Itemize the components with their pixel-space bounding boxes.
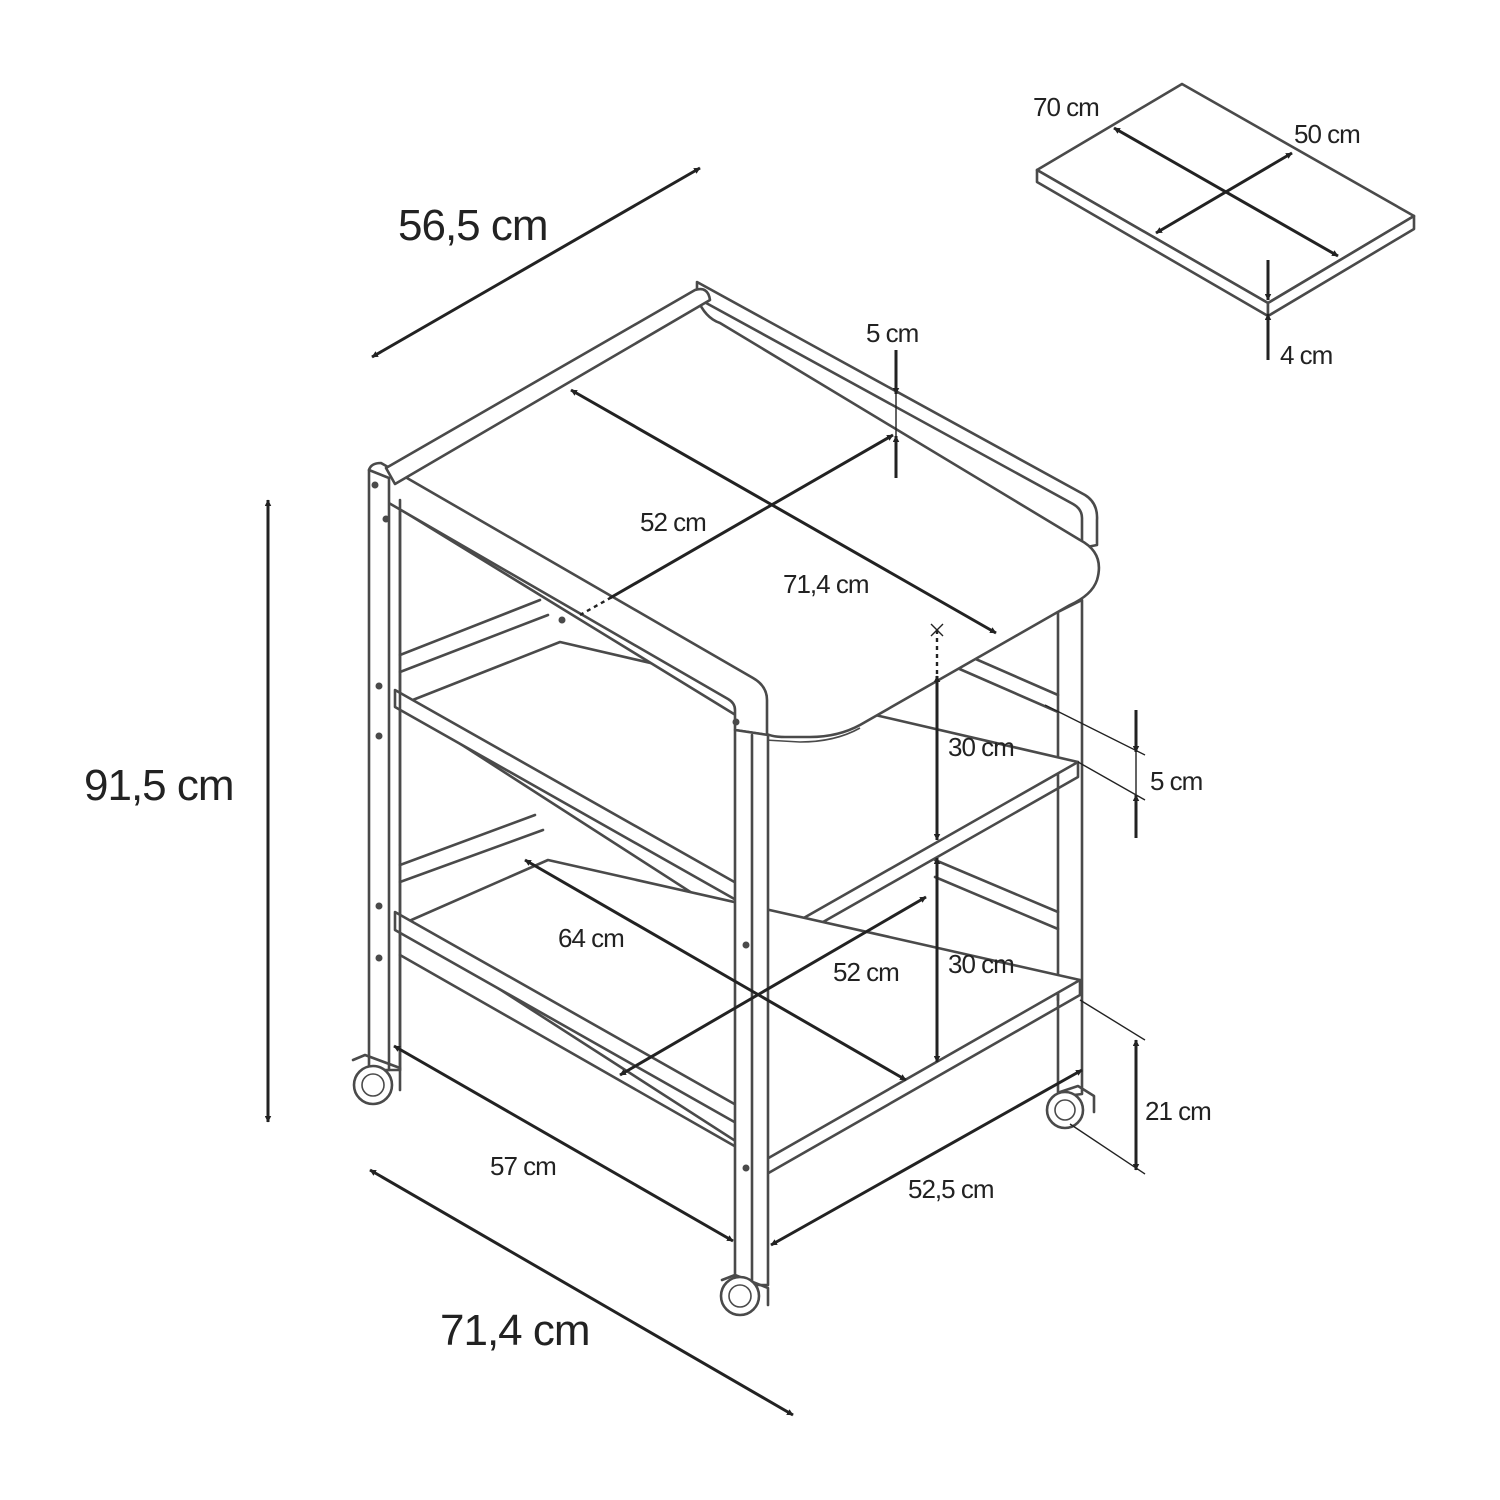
wheel-back-right bbox=[1045, 1084, 1096, 1130]
label-mat-width: 50 cm bbox=[1294, 119, 1360, 149]
label-rail-height: 5 cm bbox=[866, 318, 918, 348]
label-base-width: 57 cm bbox=[490, 1151, 556, 1181]
label-shelf-width: 64 cm bbox=[558, 923, 624, 953]
label-shelf-thickness: 5 cm bbox=[1150, 766, 1202, 796]
label-ground-clearance: 21 cm bbox=[1145, 1096, 1211, 1126]
label-top-width: 71,4 cm bbox=[783, 569, 869, 599]
label-width-bottom: 71,4 cm bbox=[440, 1306, 590, 1355]
changing-table bbox=[351, 280, 1101, 1317]
front-side-rail bbox=[367, 461, 769, 737]
label-gap-upper: 30 cm bbox=[948, 732, 1014, 762]
label-top-depth: 52 cm bbox=[640, 507, 706, 537]
label-shelf-depth: 52 cm bbox=[833, 957, 899, 987]
label-height-total: 91,5 cm bbox=[84, 761, 234, 810]
label-mat-length: 70 cm bbox=[1033, 92, 1099, 122]
lower-cross-bars bbox=[398, 598, 1060, 1002]
dim-mat-width bbox=[1155, 151, 1293, 235]
dimension-lines bbox=[264, 126, 1339, 1417]
dim-depth-top bbox=[371, 166, 701, 359]
dim-base-depth bbox=[770, 1068, 1083, 1247]
dim-base-width bbox=[393, 1044, 734, 1243]
label-depth-top: 56,5 cm bbox=[398, 201, 548, 250]
dimension-labels: 56,5 cm 91,5 cm 71,4 cm 70 cm 50 cm 4 cm… bbox=[84, 92, 1361, 1355]
label-mat-thickness: 4 cm bbox=[1280, 340, 1332, 370]
label-base-depth: 52,5 cm bbox=[908, 1174, 994, 1204]
dim-top-width bbox=[570, 388, 997, 635]
dim-shelf-depth bbox=[619, 895, 927, 1077]
label-gap-lower: 30 cm bbox=[948, 949, 1014, 979]
